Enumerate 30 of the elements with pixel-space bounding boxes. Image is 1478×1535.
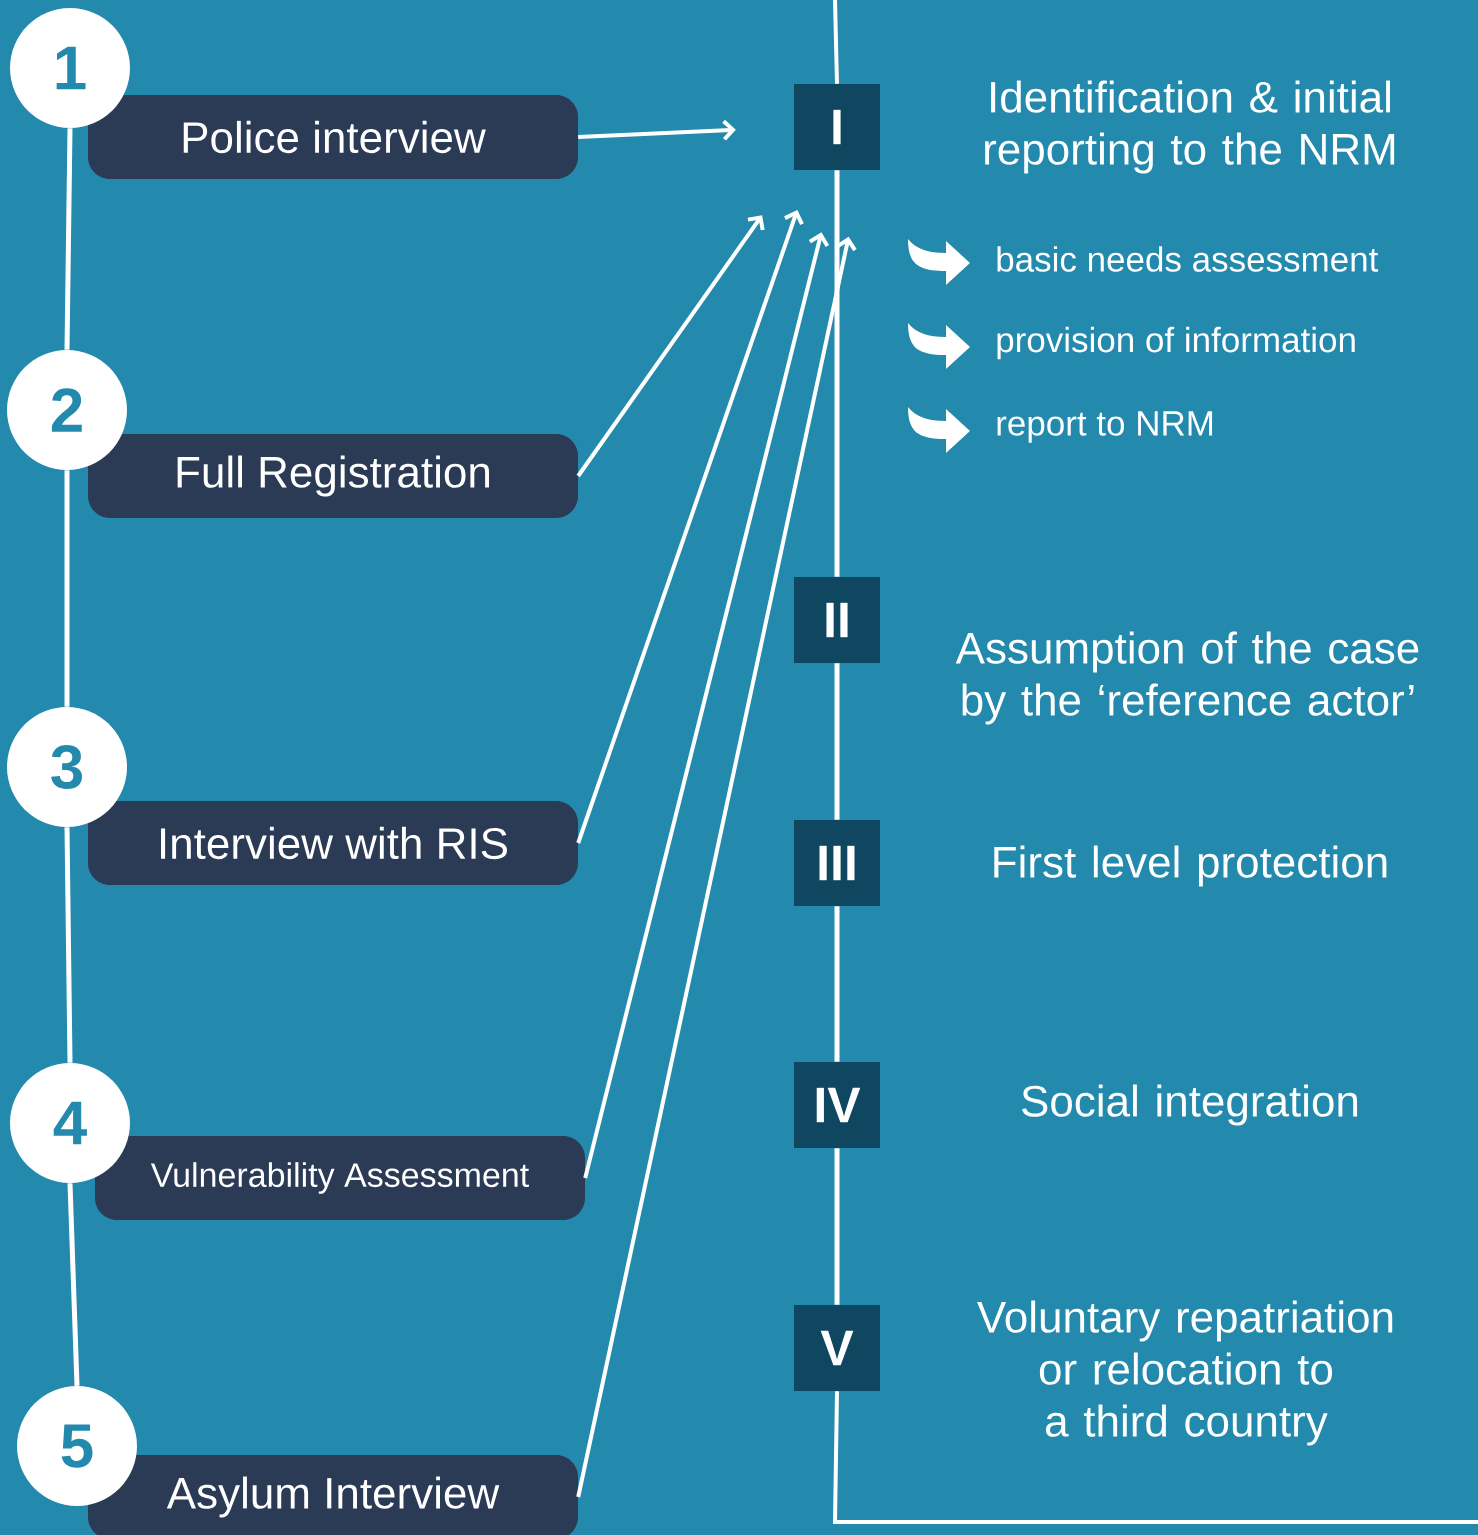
step-box: Police interview — [88, 95, 578, 179]
sub-step-text: report to NRM — [997, 411, 1213, 443]
arrow — [576, 236, 857, 1498]
arrow — [576, 209, 804, 844]
step-heading: Assumption of the case by the ‘reference actor’ — [955, 631, 1419, 725]
step-heading: First level protection — [994, 845, 1387, 887]
step-heading: Voluntary repatriation or relocation to a third country — [977, 1300, 1393, 1446]
arrow — [583, 232, 830, 1179]
connector-line — [64, 128, 73, 350]
numeral-square: III — [794, 820, 880, 906]
connector-line — [67, 1183, 80, 1386]
connector-line — [64, 470, 70, 707]
step-heading: Identification & initial reporting to the NRM — [985, 80, 1395, 174]
step-heading: Social integration — [1022, 1084, 1358, 1126]
numeral-square: I — [794, 84, 880, 170]
step-box: Interview with RIS — [88, 801, 578, 885]
numeral-square: V — [794, 1305, 880, 1391]
sub-step-text: basic needs assessment — [997, 246, 1379, 272]
arrow — [578, 119, 736, 141]
step-box: Full Registration — [88, 434, 578, 518]
connector-line — [834, 663, 840, 820]
connector-line — [834, 906, 840, 1062]
numeral-square: IV — [794, 1062, 880, 1148]
sub-step-text: provision of information — [997, 326, 1355, 360]
connector-line — [834, 170, 840, 577]
connector-line — [64, 827, 73, 1063]
step-box: Vulnerability Assessment — [95, 1136, 585, 1220]
numeral-square: II — [794, 577, 880, 663]
arrow — [576, 215, 765, 478]
connector-line — [834, 1148, 840, 1305]
